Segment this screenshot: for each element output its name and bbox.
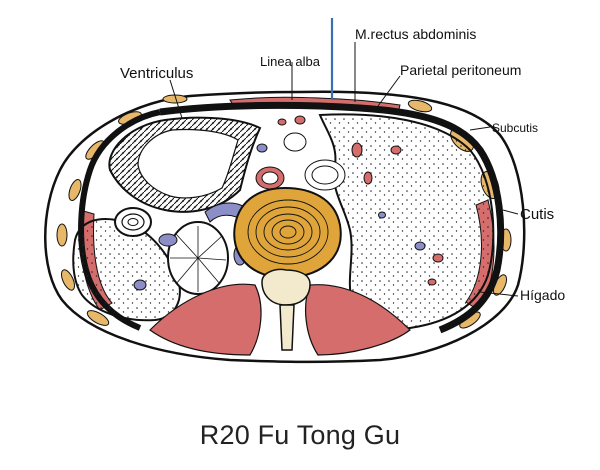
blood-vessels — [133, 115, 444, 291]
parietal-peritoneum — [159, 101, 505, 334]
label-higado: Hígado — [520, 287, 565, 303]
abdomen-cross-section: Ventriculus Linea alba M.rectus abdomini… — [44, 18, 565, 364]
liver — [318, 113, 495, 330]
label-rectus-abdominis: M.rectus abdominis — [355, 26, 476, 42]
spinous-process — [279, 304, 295, 351]
back-muscle-right — [305, 284, 411, 356]
label-cutis: Cutis — [520, 206, 554, 223]
stomach-lumen — [137, 128, 239, 199]
intestine-coil — [114, 207, 152, 237]
leader-lines — [169, 42, 519, 297]
label-subcutis: Subcutis — [492, 121, 538, 135]
figure-caption: R20 Fu Tong Gu — [199, 420, 401, 450]
vertebral-body — [233, 186, 342, 280]
back-muscle-left — [149, 283, 262, 356]
vertebral-arch — [261, 268, 311, 306]
label-ventriculus: Ventriculus — [120, 65, 193, 82]
label-parietal-peritoneum: Parietal peritoneum — [400, 62, 521, 78]
label-linea-alba: Linea alba — [260, 54, 321, 69]
